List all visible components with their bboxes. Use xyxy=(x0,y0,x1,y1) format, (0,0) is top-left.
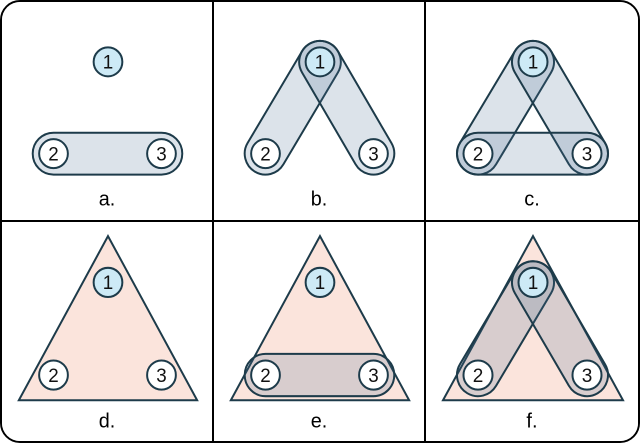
node-label-1: 1 xyxy=(528,53,539,74)
node-circle-2 xyxy=(462,138,494,170)
node-label-2: 2 xyxy=(260,365,270,386)
node-label-3: 3 xyxy=(582,365,593,386)
edge-capsule-2-3 xyxy=(243,352,396,397)
triangle-hyperedge xyxy=(229,233,411,401)
node-label-1: 1 xyxy=(528,273,539,294)
panel-e-canvas: 1 2 3 e. xyxy=(229,233,411,432)
node-circle-3 xyxy=(146,138,177,170)
panel-label: c. xyxy=(524,189,540,211)
node-circle-3 xyxy=(571,358,603,391)
panel-c-canvas: 1 2 3 c. xyxy=(456,39,609,211)
node-circle-1 xyxy=(304,266,336,298)
triangle-hyperedge xyxy=(17,233,199,401)
node-label-2: 2 xyxy=(48,365,58,386)
panel-d-canvas: 1 2 3 d. xyxy=(17,233,199,432)
panel-label: e. xyxy=(311,410,328,432)
node-circle-2 xyxy=(38,138,69,170)
node-circle-1 xyxy=(92,46,124,78)
node-label-2: 2 xyxy=(473,144,484,165)
node-circle-1 xyxy=(517,46,549,78)
node-circle-3 xyxy=(146,358,177,391)
node-circle-2 xyxy=(38,358,69,391)
panel-b: 1 2 3 b. xyxy=(214,2,426,222)
panel-label: d. xyxy=(99,410,116,432)
node-label-3: 3 xyxy=(582,144,593,165)
node-label-1: 1 xyxy=(103,273,113,294)
node-circle-3 xyxy=(358,138,389,170)
panel-a: 1 2 3 a. xyxy=(2,2,214,222)
node-label-1: 1 xyxy=(103,53,113,74)
node-circle-2 xyxy=(462,358,494,391)
node-circle-3 xyxy=(571,138,603,170)
node-circle-2 xyxy=(250,358,281,391)
edge-capsule-2-3 xyxy=(456,131,609,176)
node-label-1: 1 xyxy=(315,53,325,74)
node-circle-2 xyxy=(250,138,281,170)
panel-d: 1 2 3 d. xyxy=(2,221,214,441)
panel-label: a. xyxy=(99,188,116,210)
panel-f: 1 2 3 f. xyxy=(426,221,638,441)
node-label-3: 3 xyxy=(156,144,166,165)
node-label-2: 2 xyxy=(473,365,484,386)
panel-label: f. xyxy=(526,410,537,432)
node-label-3: 3 xyxy=(368,365,378,386)
node-circle-1 xyxy=(304,46,336,78)
panel-label: b. xyxy=(311,188,328,210)
panel-a-canvas: 1 2 3 a. xyxy=(31,46,184,211)
node-circle-1 xyxy=(517,266,549,298)
panel-f-canvas: 1 2 3 f. xyxy=(441,233,625,432)
node-label-3: 3 xyxy=(368,144,378,165)
panel-c: 1 2 3 c. xyxy=(426,2,638,222)
node-label-2: 2 xyxy=(260,144,270,165)
panel-b-canvas: 1 2 3 b. xyxy=(243,39,396,211)
node-label-2: 2 xyxy=(48,144,58,165)
node-label-3: 3 xyxy=(156,365,166,386)
node-circle-1 xyxy=(92,266,124,298)
node-label-1: 1 xyxy=(315,273,325,294)
edge-capsule-2-3 xyxy=(31,131,184,176)
node-circle-3 xyxy=(358,358,389,391)
panel-e: 1 2 3 e. xyxy=(214,221,426,441)
